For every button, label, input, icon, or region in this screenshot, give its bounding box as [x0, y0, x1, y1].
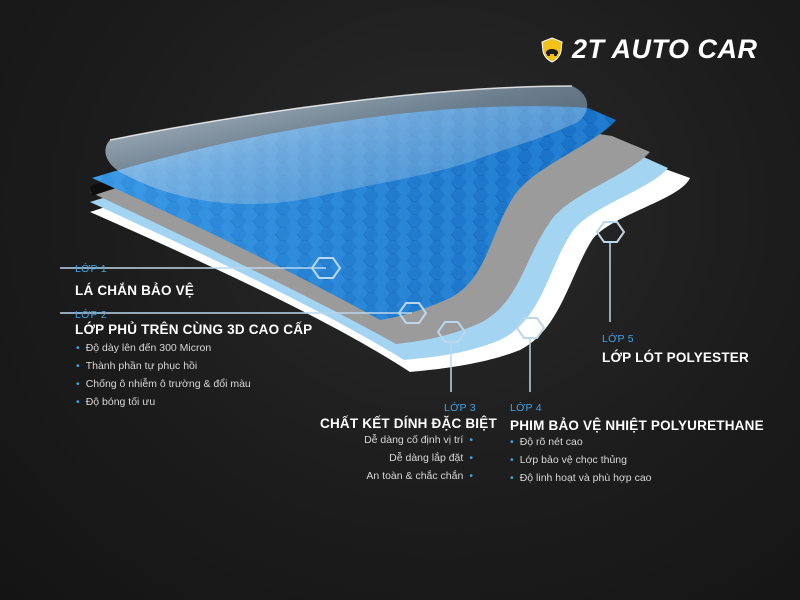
- layer-5-label: LỚP 5: [602, 333, 634, 345]
- list-item: Lớp bảo vệ chọc thủng: [510, 451, 652, 469]
- brand-name: 2T AUTO CAR: [572, 34, 758, 64]
- layer-5-title: LỚP LÓT POLYESTER: [602, 350, 749, 365]
- hex-marker-5: [595, 221, 626, 243]
- list-item: An toàn & chắc chắn: [364, 467, 473, 485]
- layer-4-bullets: Độ rõ nét cao Lớp bảo vệ chọc thủng Độ l…: [510, 433, 652, 487]
- layer-2-title: LỚP PHỦ TRÊN CÙNG 3D CAO CẤP: [75, 322, 313, 337]
- list-item: Độ bóng tối ưu: [76, 393, 251, 411]
- list-item: Độ dày lên đến 300 Micron: [76, 339, 251, 357]
- layer-3-bullets: Dễ dàng cố định vị trí Dễ dàng lắp đặt A…: [364, 431, 473, 485]
- hex-marker-2: [397, 302, 428, 324]
- layer-2-label: LỚP 2: [75, 309, 107, 321]
- list-item: Dễ dàng cố định vị trí: [364, 431, 473, 449]
- layer-4-title: PHIM BẢO VỆ NHIỆT POLYURETHANE: [510, 418, 764, 433]
- layer-2-bullets: Độ dày lên đến 300 Micron Thành phần tự …: [76, 339, 251, 411]
- shield-car-logo-icon: [541, 36, 563, 63]
- list-item: Chống ô nhiễm ô trường & đổi màu: [76, 375, 251, 393]
- layer-4-label: LỚP 4: [510, 402, 542, 414]
- layer-1-clear-shield: [105, 86, 588, 205]
- layer-1-title: LÁ CHẮN BẢO VỆ: [75, 283, 195, 298]
- hex-marker-4: [515, 317, 546, 339]
- layer-3-label: LỚP 3: [444, 402, 476, 414]
- list-item: Độ rõ nét cao: [510, 433, 652, 451]
- hex-marker-1: [310, 257, 342, 279]
- layer-1-label: LỚP 1: [75, 263, 107, 275]
- list-item: Độ linh hoạt và phù hợp cao: [510, 469, 652, 487]
- list-item: Dễ dàng lắp đặt: [364, 449, 473, 467]
- layer-3-title: CHẤT KẾT DÍNH ĐẶC BIỆT: [320, 416, 497, 431]
- hex-marker-3: [436, 321, 467, 343]
- list-item: Thành phần tự phục hồi: [76, 357, 251, 375]
- brand: 2T AUTO CAR: [540, 34, 758, 65]
